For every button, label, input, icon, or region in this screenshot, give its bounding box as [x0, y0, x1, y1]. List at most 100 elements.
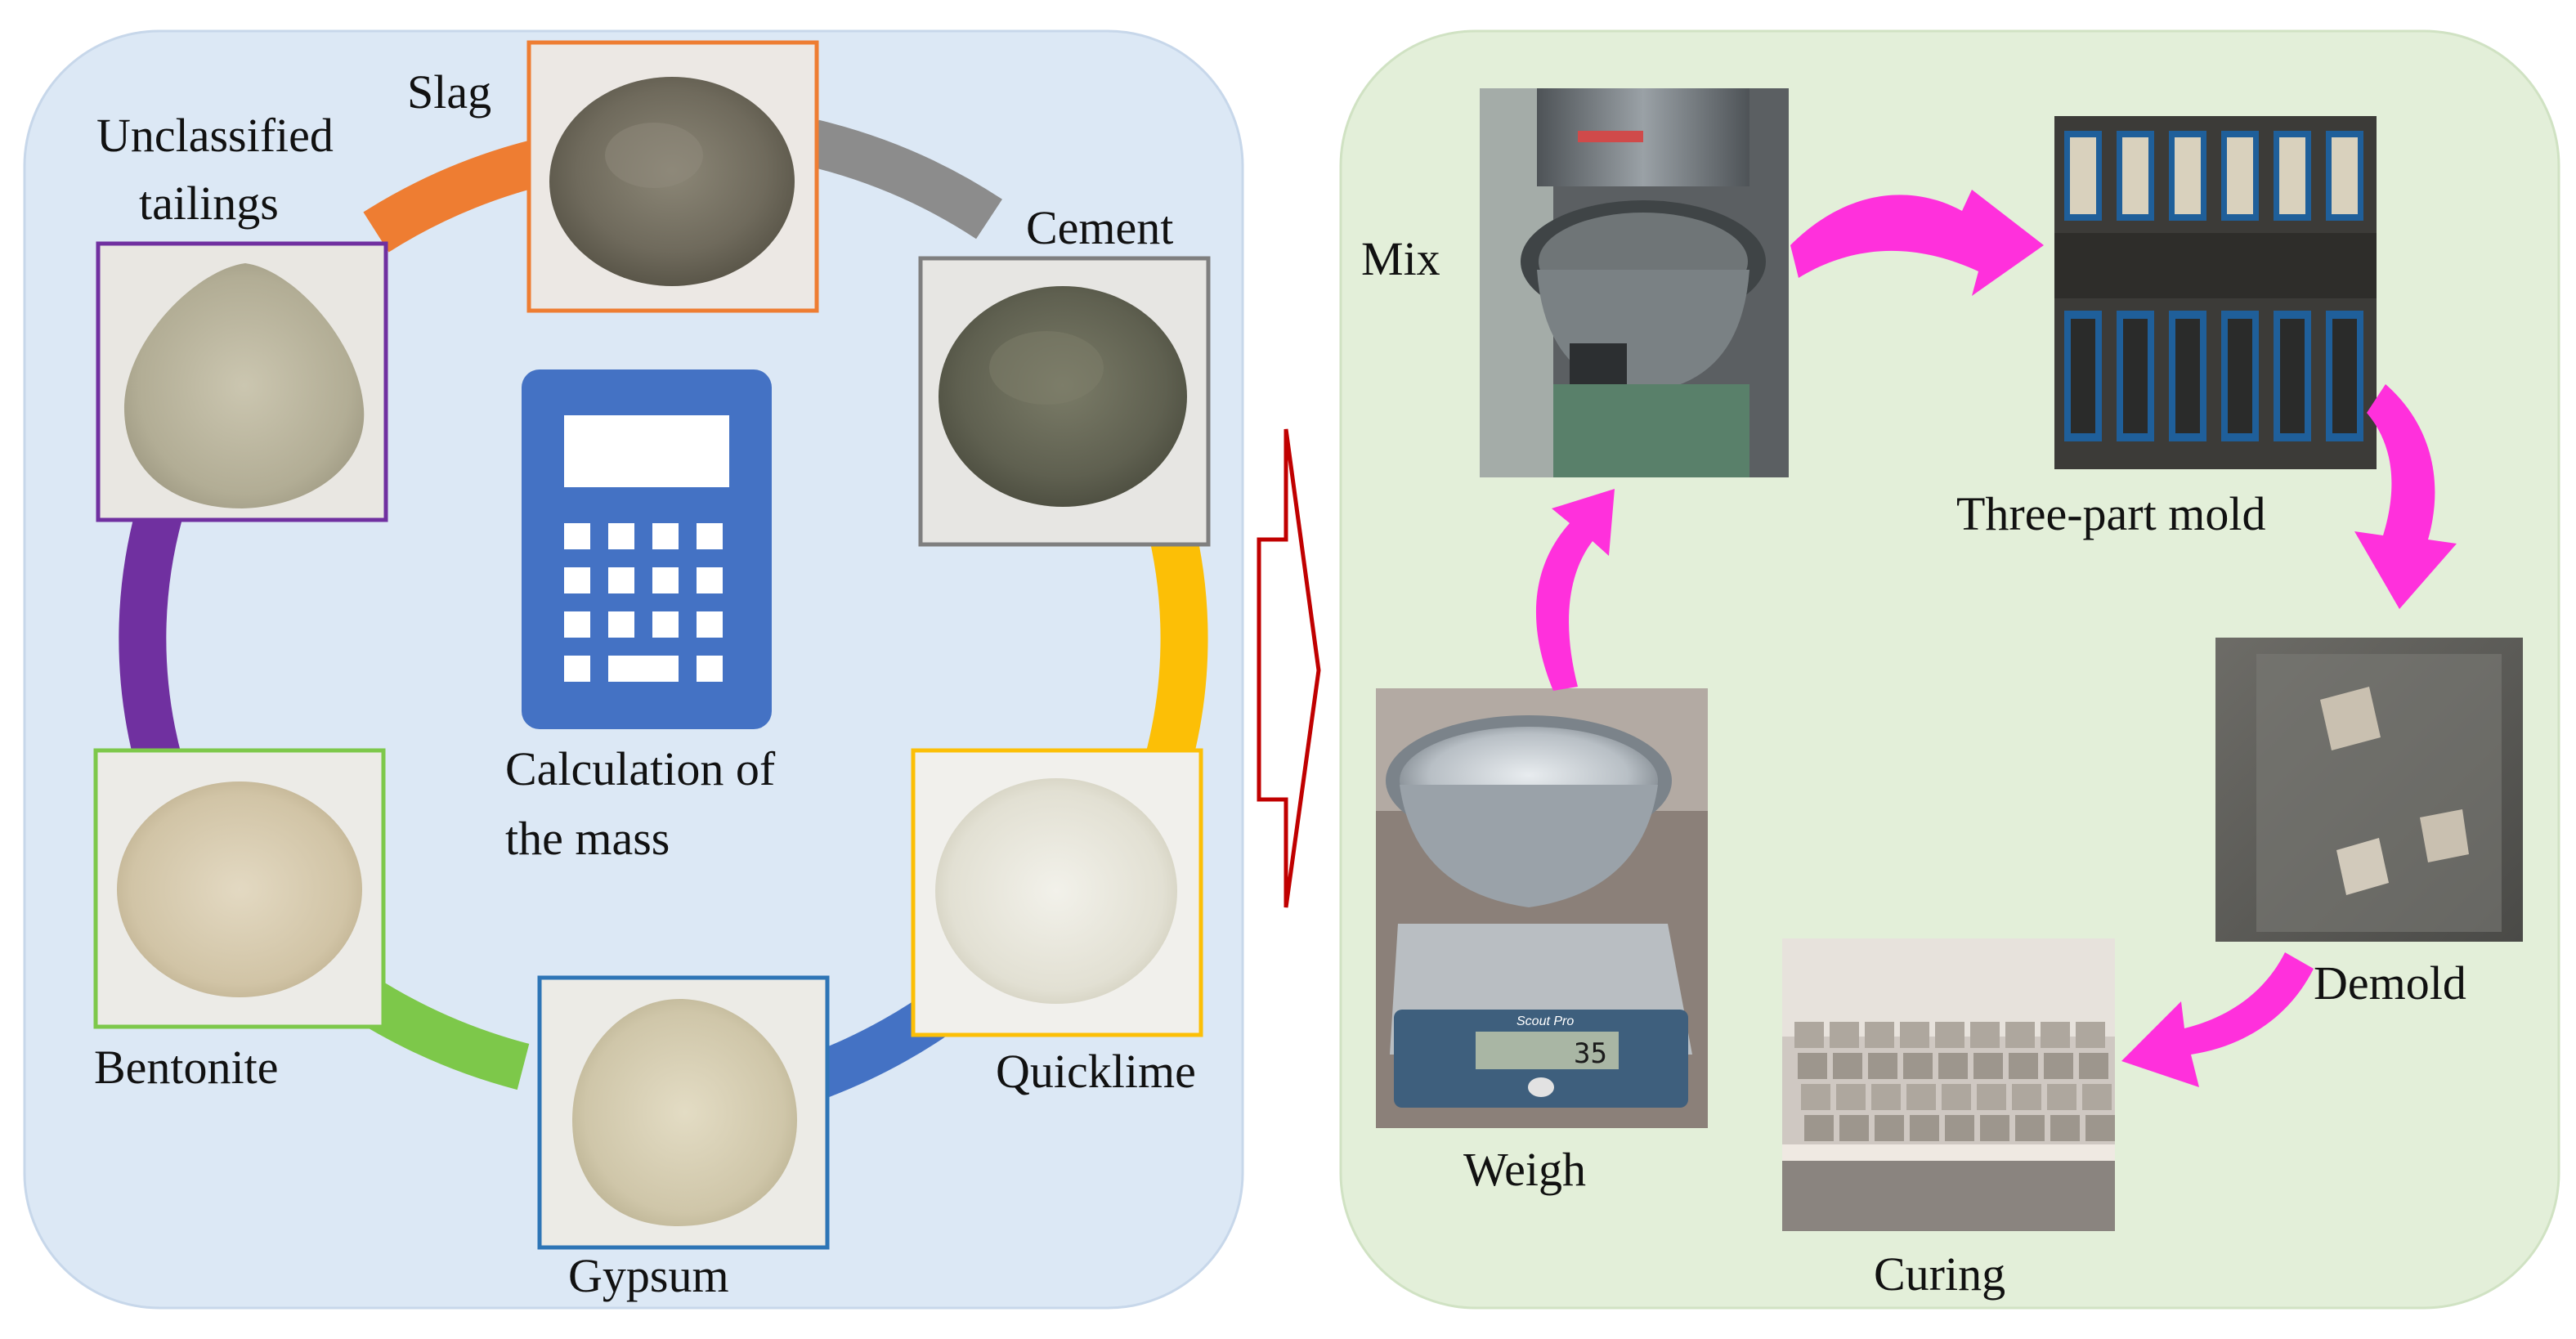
label-calculation-line2: the mass — [505, 812, 670, 865]
label-bentonite: Bentonite — [94, 1041, 279, 1094]
gypsum-photo — [537, 975, 830, 1250]
ring-segment-yellow — [1142, 513, 1208, 780]
mold-specimen — [2227, 137, 2253, 214]
mold-cavity — [2332, 319, 2357, 433]
flow-arrow-mix-to-mold-icon — [1790, 190, 2044, 296]
slag-photo — [526, 40, 819, 313]
calculator-key — [652, 523, 679, 549]
curing-specimen — [1801, 1084, 1830, 1110]
curing-specimen — [1903, 1053, 1933, 1079]
mold-cavity — [2228, 319, 2252, 433]
weigh-photo: 35 Scout Pro — [1376, 688, 1708, 1128]
curing-specimen — [2015, 1115, 2045, 1141]
curing-specimen — [1798, 1053, 1827, 1079]
flow-arrow-demold-to-curing-icon — [2121, 952, 2314, 1087]
transition-arrow-icon — [1257, 428, 1321, 908]
curing-specimen — [1906, 1084, 1936, 1110]
three-part-mold-photo — [2054, 116, 2377, 469]
flow-arrow-weigh-to-mix-icon — [1535, 489, 1615, 691]
demold-photo — [2215, 638, 2523, 942]
mold-cavity — [2071, 319, 2095, 433]
scale-brand-label: Scout Pro — [1516, 1014, 1574, 1028]
curing-specimen — [1839, 1115, 1869, 1141]
curing-specimen — [2047, 1084, 2076, 1110]
curing-specimen — [1938, 1053, 1968, 1079]
mold-specimen — [2122, 137, 2148, 214]
calculator-key — [564, 656, 590, 682]
label-weigh: Weigh — [1463, 1143, 1586, 1196]
curing-specimen — [1836, 1084, 1866, 1110]
curing-photo — [1782, 938, 2115, 1231]
curing-specimen — [1945, 1115, 1974, 1141]
curing-specimen — [1980, 1115, 2009, 1141]
label-three-part-mold: Three-part mold — [1956, 487, 2265, 540]
label-quicklime: Quicklime — [996, 1045, 1196, 1098]
mold-cavity — [2175, 319, 2200, 433]
curing-specimen — [1871, 1084, 1901, 1110]
curing-specimen — [1900, 1022, 1929, 1048]
mold-specimen — [2332, 137, 2358, 214]
mold-specimen — [2070, 137, 2096, 214]
cement-photo — [918, 256, 1211, 547]
label-demold: Demold — [2314, 956, 2466, 1010]
curing-specimen — [2044, 1053, 2073, 1079]
calculator-key — [608, 567, 634, 593]
curing-specimen — [1794, 1022, 1824, 1048]
curing-specimen — [1973, 1053, 2003, 1079]
mold-cavity — [2123, 319, 2148, 433]
calculator-key — [697, 567, 723, 593]
label-unclassified-tailings-line1: Unclassified — [96, 109, 334, 162]
curing-specimen — [1868, 1053, 1897, 1079]
curing-specimen — [2041, 1022, 2070, 1048]
ring-segment-gray — [808, 119, 1002, 240]
curing-specimen — [2082, 1084, 2112, 1110]
calculator-key — [697, 523, 723, 549]
calculator-key — [608, 611, 634, 638]
curing-specimen — [1935, 1022, 1964, 1048]
curing-specimen — [1865, 1022, 1894, 1048]
mold-specimen — [2279, 137, 2305, 214]
curing-specimen — [1830, 1022, 1859, 1048]
scale-display-value: 35 — [1574, 1037, 1607, 1070]
curing-specimen — [1804, 1115, 1834, 1141]
mold-specimen — [2175, 137, 2201, 214]
curing-specimen — [1833, 1053, 1862, 1079]
curing-specimen — [2076, 1022, 2105, 1048]
curing-specimen — [2050, 1115, 2080, 1141]
quicklime-photo — [911, 748, 1203, 1037]
mix-photo — [1480, 88, 1789, 477]
bentonite-photo — [93, 748, 386, 1029]
mold-cavity — [2280, 319, 2305, 433]
label-unclassified-tailings-line2: tailings — [139, 177, 279, 230]
calculator-key — [608, 523, 634, 549]
curing-specimen — [1977, 1084, 2006, 1110]
curing-specimen — [2012, 1084, 2041, 1110]
curing-specimen — [1970, 1022, 2000, 1048]
calculator-key — [608, 656, 679, 682]
process-flow-arrows — [1535, 190, 2457, 1087]
calculator-key — [652, 611, 679, 638]
label-slag: Slag — [407, 65, 491, 119]
label-calculation-line1: Calculation of — [505, 742, 776, 795]
label-curing: Curing — [1874, 1247, 2005, 1301]
calculator-key — [652, 567, 679, 593]
calculator-key — [564, 523, 590, 549]
label-gypsum: Gypsum — [568, 1249, 729, 1302]
curing-specimen — [2079, 1053, 2108, 1079]
calculator-key — [564, 567, 590, 593]
unclassified-tailings-photo — [96, 241, 388, 522]
curing-specimen — [1942, 1084, 1971, 1110]
curing-specimen — [1910, 1115, 1939, 1141]
curing-specimen — [2009, 1053, 2038, 1079]
label-cement: Cement — [1026, 201, 1173, 254]
calculator-key — [697, 656, 723, 682]
ring-segment-purple — [119, 500, 184, 771]
curing-specimen — [2085, 1115, 2115, 1141]
curing-specimen — [2005, 1022, 2035, 1048]
curing-specimen — [1875, 1115, 1904, 1141]
flow-arrow-mold-to-demold-icon — [2354, 384, 2457, 609]
label-mix: Mix — [1361, 232, 1440, 285]
calculator-key — [564, 611, 590, 638]
calculator-key — [697, 611, 723, 638]
